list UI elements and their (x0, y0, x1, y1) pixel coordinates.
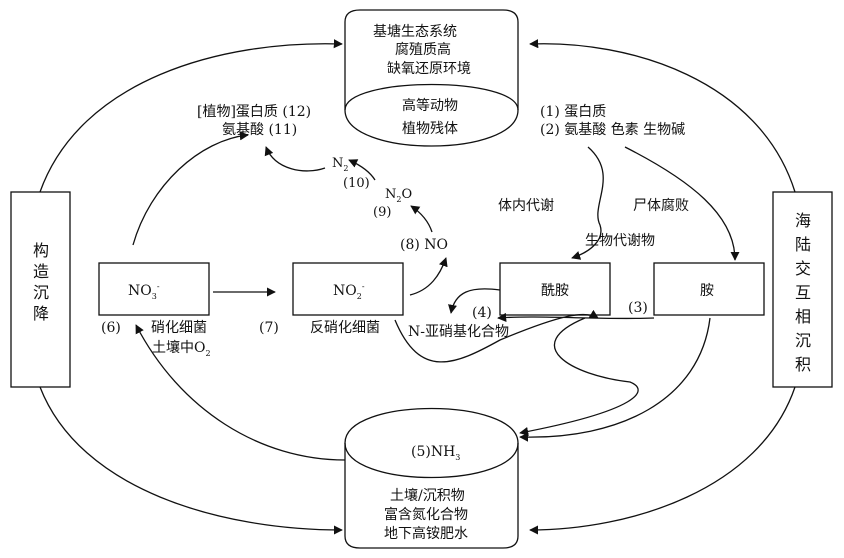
svg-text:沉: 沉 (795, 331, 811, 350)
svg-text:NO3-: NO3- (128, 282, 160, 301)
label-metabolism: 体内代谢 (498, 198, 554, 214)
box-no3: NO3- (98, 262, 210, 316)
label-4: (4) (472, 305, 492, 321)
label-7: (7) (259, 320, 279, 336)
arrow-n2o-to-n2 (348, 159, 376, 181)
label-10: (10) (343, 176, 370, 191)
top-inner-line-1: 高等动物 (402, 97, 458, 114)
box-no2: NO2- (292, 262, 404, 316)
svg-text:酰胺: 酰胺 (541, 283, 569, 299)
svg-text:沉: 沉 (33, 283, 49, 302)
labels: [植物]蛋白质 (12) 氨基酸 (11) N2 (10) N2O (9) (8… (101, 104, 689, 358)
label-no: (8) NO (400, 237, 448, 253)
svg-text:胺: 胺 (700, 283, 714, 299)
svg-text:造: 造 (33, 262, 49, 281)
arrow-amide-to-nitroso (448, 288, 501, 314)
arrow-amine-to-nh3 (519, 317, 711, 442)
nh3-label: (5)NH3 (411, 444, 460, 462)
top-cylinder: 基塘生态系统 腐殖质高 缺氧还原环境 高等动物 植物残体 (344, 9, 519, 147)
outer-cycle-arrows (39, 39, 796, 535)
label-n2: N2 (332, 156, 348, 173)
label-n2o: N2O (385, 187, 412, 204)
arrow-protein-to-amide (571, 146, 604, 260)
label-soil-o2: 土壤中O2 (152, 339, 211, 358)
left-box-tectonic-subsidence: 构 造 沉 降 (10, 191, 71, 388)
bottom-line-2: 富含氮化合物 (384, 506, 468, 523)
top-title-line-3: 缺氧还原环境 (387, 61, 471, 77)
arrow-protein-to-amine (624, 146, 740, 261)
inner-arrows (132, 131, 740, 461)
bottom-cylinder: (5)NH3 土壤/沉积物 富含氮化合物 地下高铵肥水 (344, 407, 519, 549)
label-nitroso: N-亚硝基化合物 (408, 323, 509, 340)
svg-text:NO2-: NO2- (333, 282, 365, 301)
label-denitrifying: 反硝化细菌 (310, 320, 380, 336)
box-amide: 酰胺 (499, 262, 611, 316)
svg-text:互: 互 (795, 283, 811, 302)
arrow-no2-to-nitroso (394, 309, 599, 363)
right-box-marine-continental: 海 陆 交 互 相 沉 积 (772, 191, 833, 388)
bottom-line-3: 地下高铵肥水 (384, 525, 468, 542)
svg-text:降: 降 (33, 304, 49, 323)
label-decay: 尸体腐败 (633, 197, 689, 214)
arrow-left-to-top (39, 39, 343, 193)
top-inner-line-2: 植物残体 (402, 121, 458, 137)
svg-text:构: 构 (33, 241, 49, 260)
arrow-left-to-bottom (39, 386, 343, 535)
label-amino-2: (2) 氨基酸 色素 生物碱 (540, 121, 685, 138)
arrow-amine-to-nitroso (497, 312, 655, 322)
svg-text:积: 积 (795, 355, 811, 374)
label-bio-metabolite: 生物代谢物 (585, 233, 655, 249)
svg-text:陆: 陆 (795, 235, 811, 254)
label-protein-1: (1) 蛋白质 (540, 104, 606, 120)
label-amino-acid-11: 氨基酸 (11) (222, 121, 297, 138)
top-title-line-1: 基塘生态系统 (373, 23, 457, 40)
arrow-right-to-top (529, 39, 796, 193)
label-6: (6) (101, 320, 121, 336)
box-amine: 胺 (653, 262, 765, 316)
svg-text:相: 相 (795, 307, 811, 326)
arrow-no3-to-plant-protein (132, 131, 249, 246)
arrow-amide-to-nh3 (519, 317, 639, 436)
top-title-line-2: 腐殖质高 (395, 41, 451, 58)
label-9: (9) (373, 205, 391, 220)
svg-text:交: 交 (795, 259, 811, 278)
label-3: (3) (628, 300, 648, 316)
label-plant-protein: [植物]蛋白质 (12) (197, 104, 311, 120)
label-nitrifying: 硝化细菌 (151, 320, 207, 336)
arrow-n2-to-amino-acid (264, 146, 326, 172)
arrow-nh3-to-no3 (135, 324, 346, 461)
arrow-no2-to-no (409, 257, 448, 296)
arrow-right-to-bottom (529, 386, 796, 535)
svg-text:海: 海 (795, 211, 811, 230)
bottom-line-1: 土壤/沉积物 (390, 487, 465, 504)
arrow-no-to-n2o (410, 205, 433, 233)
